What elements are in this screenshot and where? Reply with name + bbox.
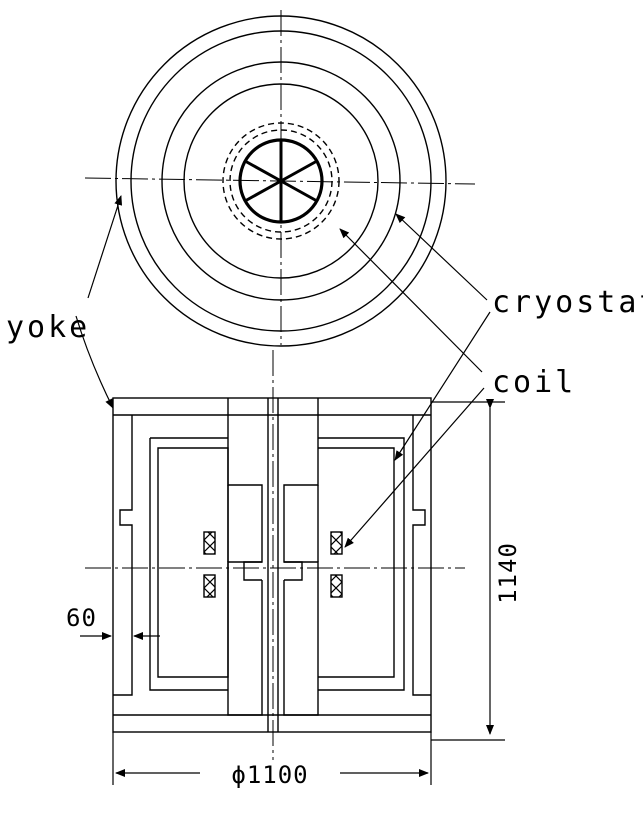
coil-section-left-lower <box>203 574 216 598</box>
yoke-outline <box>112 397 432 733</box>
side-view-centerlines <box>85 350 465 760</box>
coil-section-left-upper <box>203 531 216 555</box>
top-view <box>84 10 476 347</box>
dim-gap-label: 60 <box>66 604 97 632</box>
side-view <box>85 350 465 760</box>
coil-leader-top <box>339 228 483 373</box>
dimensions <box>80 399 505 785</box>
cryostat-right <box>318 437 405 691</box>
inner-step-right <box>284 561 303 581</box>
pole-right <box>283 398 319 716</box>
cryostat-leader-bottom <box>394 311 491 461</box>
cryostat-left <box>149 437 229 691</box>
coil-section-right-lower <box>330 574 343 598</box>
dim-diameter-label: ϕ1100 <box>231 761 308 789</box>
top-view-centerlines <box>84 10 476 345</box>
leader-lines <box>75 195 491 548</box>
pole-left <box>227 398 263 716</box>
yoke-wall-right <box>412 415 431 696</box>
inner-step-left <box>243 561 262 581</box>
cryostat-leader-top <box>395 213 488 301</box>
coil-dashed-inner <box>229 129 333 233</box>
yoke-wall-left <box>113 415 133 696</box>
yoke-leader-bottom <box>75 315 114 409</box>
yoke-leader-top <box>87 195 123 299</box>
dim-height-label: 1140 <box>494 542 522 604</box>
coil-label: coil <box>492 365 576 400</box>
yoke-label: yoke <box>6 310 90 345</box>
coil-leader-bottom <box>344 387 485 548</box>
coil-section-right-upper <box>330 531 343 555</box>
cryostat-label: cryostat <box>492 285 643 320</box>
